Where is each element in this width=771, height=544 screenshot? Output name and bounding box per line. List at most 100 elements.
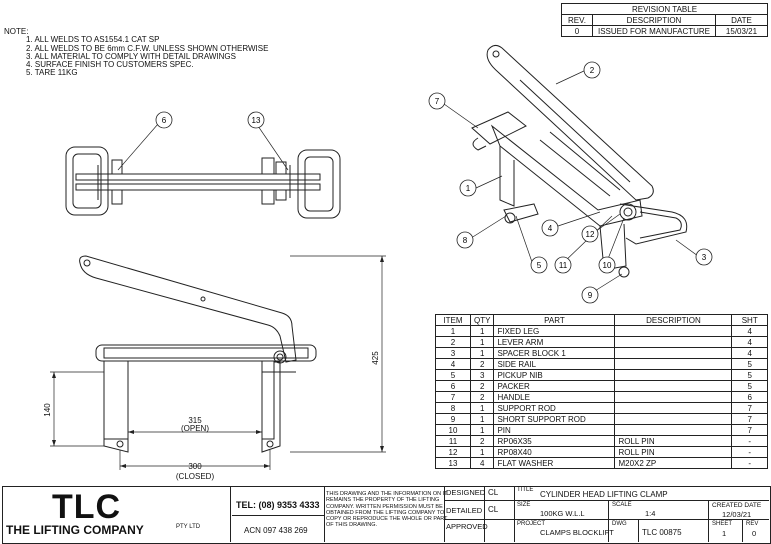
balloon-7: 7 [428,92,446,110]
bom-cell-part: PIN [493,424,616,436]
lever-arm-outline [79,255,297,363]
bom-cell-item: 6 [435,380,471,392]
bom-cell-item: 5 [435,369,471,381]
bom-cell-item: 10 [435,424,471,436]
balloon-9: 9 [581,286,599,304]
bom-cell-part: HANDLE [493,391,616,403]
bom-cell-qty: 3 [469,369,495,381]
dim-open-width: 315 [188,416,202,425]
copyright-notice: THIS DRAWING AND THE INFORMATION ON IT R… [326,491,448,529]
bom-cell-part: PICKUP NIB [493,369,616,381]
note-item: 5. TARE 11KG [26,68,78,78]
dwg-label: DWG [612,521,627,527]
note-item: 2. ALL WELDS TO BE 6mm C.F.W. UNLESS SHO… [26,43,269,53]
dim-closed-label: (CLOSED) [176,472,215,481]
bom-cell-qty: 2 [469,435,495,447]
dim-open-label: (OPEN) [181,424,209,433]
svg-text:1: 1 [466,184,471,193]
balloon-11: 11 [554,256,572,274]
balloon-1: 1 [459,179,477,197]
company-suffix: PTY LTD [176,524,201,530]
bom-cell-description [614,413,733,425]
svg-text:9: 9 [588,291,593,300]
drawing-title: CYLINDER HEAD LIFTING CLAMP [540,490,668,499]
title-label: TITLE [517,487,534,493]
bom-header: SHT [731,314,768,326]
rev-value: 0 [752,529,757,538]
svg-text:6: 6 [162,116,167,125]
bom-cell-description [614,347,733,359]
dim-closed-width: 300 [188,462,202,471]
bom-cell-description [614,358,733,370]
bom-cell-qty: 2 [469,380,495,392]
balloons: 1 2 3 4 5 6 7 8 9 10 11 12 13 [155,61,713,304]
bom-cell-sht: 4 [731,347,768,359]
bom-cell-description: ROLL PIN [614,446,733,458]
company-logo: TLC [52,488,122,526]
svg-text:7: 7 [435,97,440,106]
balloon-13: 13 [247,111,265,129]
bom-cell-item: 11 [435,435,471,447]
bom-cell-item: 3 [435,347,471,359]
scale-label: SCALE [612,502,632,508]
bom-cell-part: RP06X35 [493,435,616,447]
balloon-4: 4 [541,219,559,237]
bom-cell-item: 1 [435,325,471,337]
iso-pin [619,203,637,221]
balloon-10: 10 [598,256,616,274]
fixed-leg-outline [103,360,129,440]
balloon-2: 2 [583,61,601,79]
bom-cell-sht: 6 [731,391,768,403]
bom-cell-qty: 1 [469,424,495,436]
bom-cell-part: PACKER [493,380,616,392]
bom-cell-sht: 7 [731,402,768,414]
isometric-view [471,44,688,278]
company-phone: TEL: (08) 9353 4333 [236,500,320,510]
bom-cell-qty: 1 [469,325,495,337]
bom-cell-sht: - [731,457,768,469]
svg-text:12: 12 [586,230,595,239]
bom-cell-item: 2 [435,336,471,348]
bom-cell-sht: - [731,435,768,447]
revision-cell: 0 [561,25,593,37]
note-item: 4. SURFACE FINISH TO CUSTOMERS SPEC. [26,60,194,70]
bom-cell-description [614,424,733,436]
bom-cell-description [614,391,733,403]
iso-lever-arm [486,44,654,201]
bom-cell-part: RP08X40 [493,446,616,458]
revision-cell: 15/03/21 [715,25,768,37]
bom-cell-qty: 2 [469,391,495,403]
project-value: CLAMPS BLOCKLIFT [540,528,614,537]
svg-text:13: 13 [252,116,261,125]
bom-cell-qty: 1 [469,347,495,359]
bom-cell-part: SPACER BLOCK 1 [493,347,616,359]
bom-cell-description: ROLL PIN [614,435,733,447]
svg-text:10: 10 [603,261,612,270]
revision-table: REVISION TABLE REV. DESCRIPTION DATE 0 I… [561,3,768,37]
company-name: THE LIFTING COMPANY [6,523,144,537]
front-view [79,255,317,453]
scale-value: 1:4 [645,509,656,518]
sheet-value: 1 [722,529,727,538]
bom-cell-qty: 4 [469,457,495,469]
bom-cell-description [614,380,733,392]
bom-cell-description [614,369,733,381]
balloon-3: 3 [695,248,713,266]
balloon-12: 12 [581,225,599,243]
size-value: 100KG W.L.L [540,509,585,518]
top-view-handle-left [65,146,109,216]
bom-cell-part: FLAT WASHER [493,457,616,469]
bom-header: ITEM [435,314,471,326]
balloon-8: 8 [456,231,474,249]
detailed-value: CL [488,505,499,514]
revision-cell: ISSUED FOR MANUFACTURE [592,25,716,37]
bom-cell-description [614,336,733,348]
bom-header: QTY [469,314,495,326]
